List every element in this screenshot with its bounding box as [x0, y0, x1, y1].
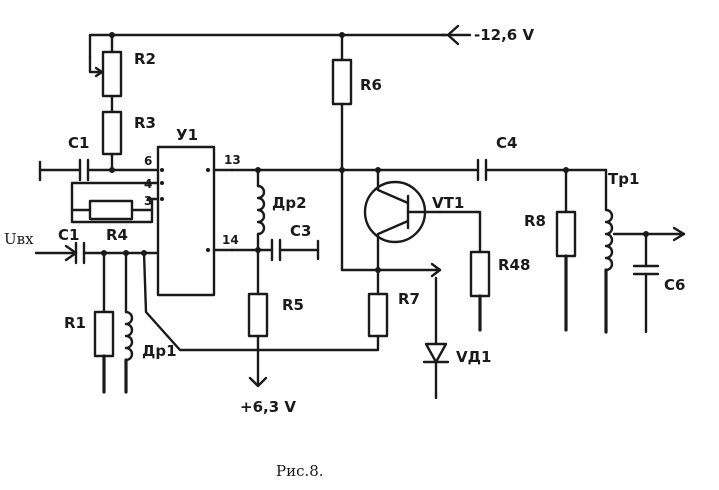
tr1-label: Тр1 [608, 170, 639, 188]
r7-label: R7 [398, 290, 420, 308]
input-terminal [34, 241, 160, 265]
r1-label: R1 [64, 314, 86, 332]
ic-pin-14: 14 [222, 233, 239, 247]
l2-choke [255, 168, 266, 296]
r7-resistor [367, 292, 389, 338]
ic-label: У1 [176, 126, 198, 144]
c1-top-capacitor [38, 158, 160, 182]
c6-capacitor [632, 232, 660, 334]
vd1-diode [422, 276, 450, 400]
c3-label: C3 [290, 222, 311, 240]
output-bus [230, 167, 480, 173]
r2-label: R2 [134, 50, 156, 68]
vd1-label: VД1 [456, 348, 491, 366]
bias-line [142, 251, 380, 352]
c4-capacitor [476, 158, 608, 182]
r5-label: R5 [282, 296, 304, 314]
r3-label: R3 [134, 114, 156, 132]
r8-resistor [555, 168, 577, 332]
input-label: Uвх [4, 230, 34, 248]
supply-rail [88, 24, 472, 59]
supply-positive-label: +6,3 V [240, 398, 296, 416]
r8-label: R8 [524, 212, 546, 230]
supply-negative-label: -12,6 V [474, 26, 534, 44]
emitter-node [340, 262, 442, 296]
figure-caption: Рис.8. [276, 462, 324, 480]
r48-label: R48 [498, 256, 530, 274]
r48-resistor [438, 210, 491, 332]
c6-label: C6 [664, 276, 685, 294]
vt1-label: VT1 [432, 194, 464, 212]
vt1-transistor [363, 168, 442, 273]
tr1-transformer [604, 168, 686, 334]
c1-top-label: C1 [68, 134, 89, 152]
c4-label: C4 [496, 134, 517, 152]
l1-label: Др1 [142, 342, 177, 360]
c1-input-label: C1 [58, 226, 79, 244]
ic-pin-13: 13 [224, 153, 241, 167]
l2-label: Др2 [272, 194, 307, 212]
ic-pin-6: 6 [144, 154, 152, 168]
c3-capacitor [230, 238, 320, 262]
r6-resistor [331, 33, 353, 272]
ic-u1 [146, 145, 234, 297]
r4-resistor [70, 181, 154, 224]
r1-resistor [93, 251, 115, 394]
r6-label: R6 [360, 76, 382, 94]
r5-resistor [247, 292, 269, 388]
r2-potentiometer [88, 33, 123, 114]
l1-choke [124, 251, 134, 394]
ic-pin-3: 3 [144, 194, 152, 208]
r4-label: R4 [106, 226, 128, 244]
r3-resistor [101, 110, 123, 173]
